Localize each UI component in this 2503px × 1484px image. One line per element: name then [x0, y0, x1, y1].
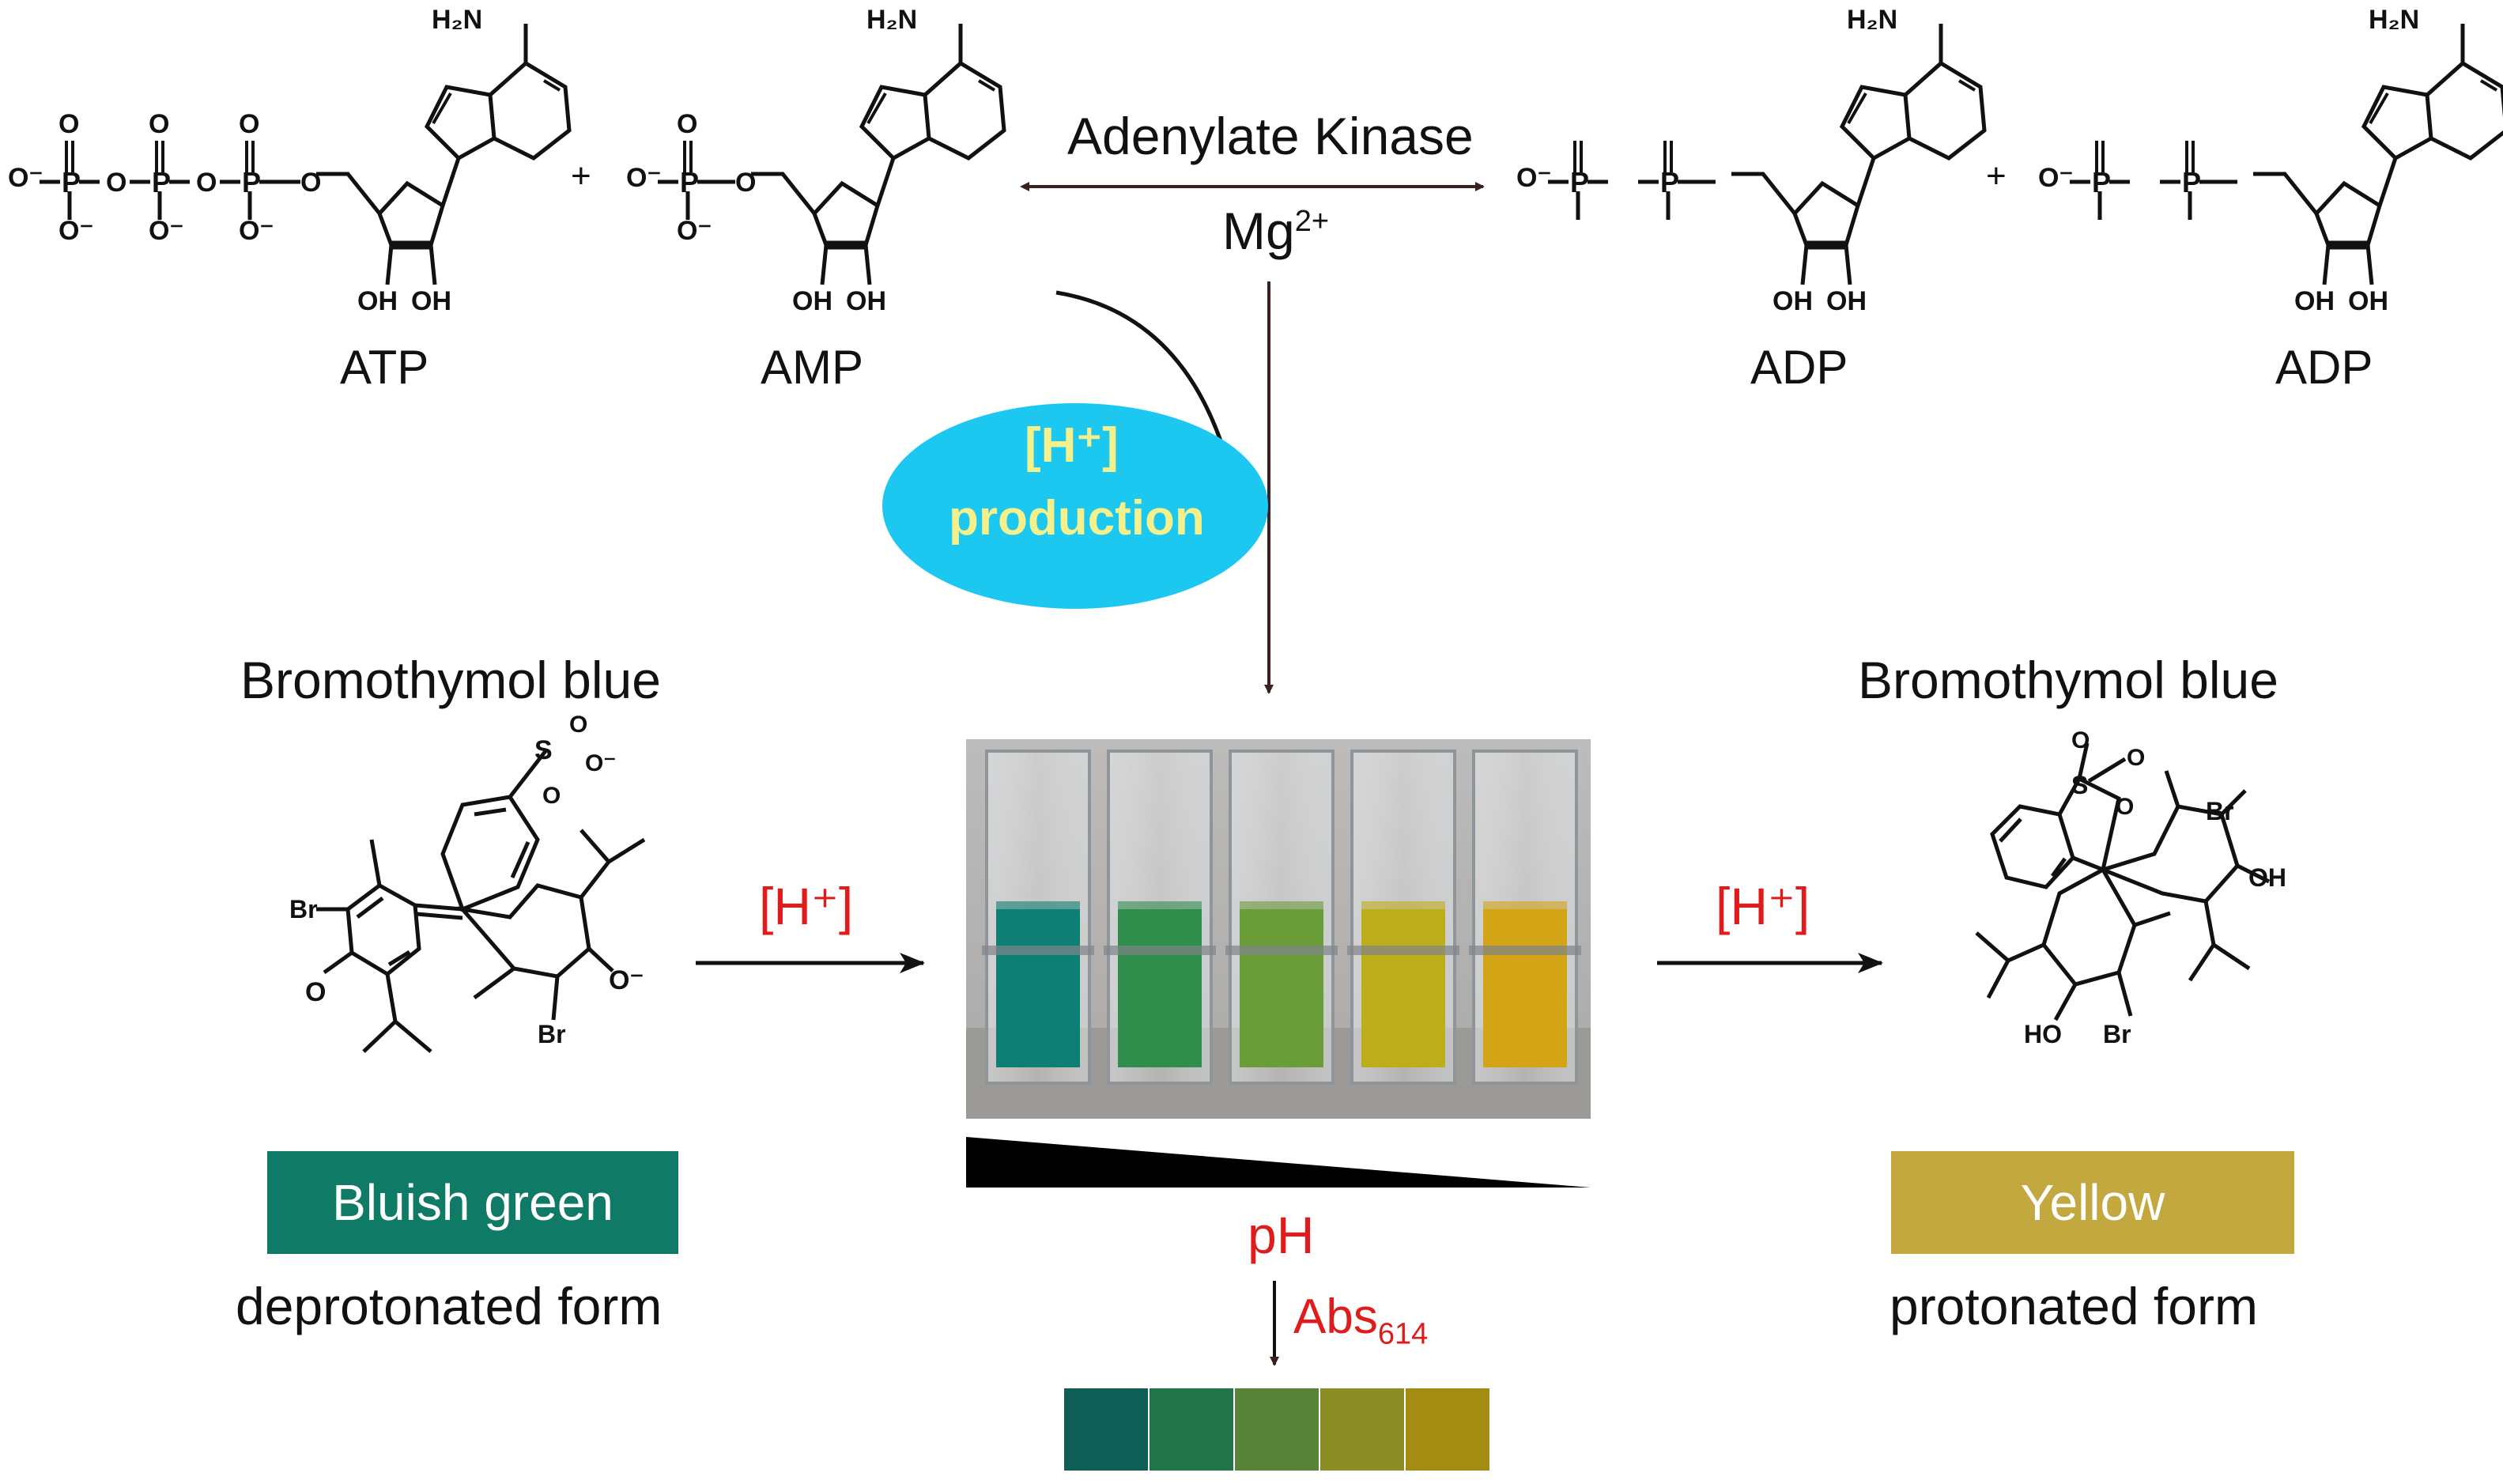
amp-atom-o-bot: O⁻: [677, 216, 712, 246]
scale-swatch-2: [1150, 1388, 1233, 1471]
abs-sub: 614: [1377, 1317, 1429, 1351]
atp-atom-p-3: P: [242, 166, 262, 198]
atp-atom-o-bridge-1: O: [106, 168, 127, 198]
adp2-atom-oh-1: OH: [2294, 286, 2335, 316]
left-indicator-name: Bromothymol blue: [240, 651, 661, 709]
right-atom-o-ring: O: [2116, 794, 2135, 820]
atp-atom-p-1: P: [62, 166, 81, 198]
adp-label-1: ADP: [1750, 341, 1848, 394]
atp-atom-o-bridge-3: O: [300, 168, 322, 198]
left-arrow-label: [H⁺]: [759, 877, 854, 935]
adp2-atom-p-2: P: [2182, 166, 2202, 198]
scale-swatch-3: [1235, 1388, 1319, 1471]
atp-atom-o-bot-3: O⁻: [239, 216, 274, 246]
cofactor-charge: 2+: [1294, 205, 1330, 238]
left-atom-o-minus: O⁻: [609, 965, 644, 995]
right-form-label: protonated form: [1890, 1277, 2258, 1335]
right-atom-o-2: O: [2127, 745, 2146, 771]
plus-reactants: +: [571, 157, 591, 195]
atp-atom-o-bot-2: O⁻: [149, 216, 184, 246]
adp1-atom-nh2: H₂N: [1847, 5, 1898, 35]
left-atom-s: S: [534, 735, 553, 765]
adp-structure-2: [2070, 24, 2503, 285]
ph-gradient-wedge: [966, 1137, 1591, 1188]
atp-atom-o-top-3: O: [239, 109, 260, 139]
amp-atom-o-bridge: O: [735, 168, 757, 198]
left-form-label: deprotonated form: [236, 1277, 663, 1335]
amp-structure: [658, 24, 1004, 285]
scale-swatch-1: [1064, 1388, 1148, 1471]
amp-atom-o-1: O⁻: [626, 163, 662, 193]
btb-protonated-structure: [1975, 742, 2271, 1021]
plus-products: +: [1986, 157, 2007, 195]
left-atom-so-o1: O: [569, 712, 588, 738]
adp-label-2: ADP: [2275, 341, 2373, 394]
adp1-atom-p-1: P: [1570, 166, 1590, 198]
abs-label: Abs614: [1293, 1289, 1428, 1351]
left-atom-o: O: [305, 977, 327, 1007]
cuvette-4: [1347, 750, 1459, 1085]
enzyme-label: Adenylate Kinase: [1067, 107, 1474, 165]
atp-atom-p-2: P: [152, 166, 172, 198]
right-color-label: Yellow: [2020, 1174, 2165, 1231]
adp2-atom-p-1: P: [2092, 166, 2112, 198]
left-color-label: Bluish green: [332, 1174, 613, 1231]
left-atom-so-o2: O⁻: [585, 750, 617, 776]
proton-bubble-line1: [H⁺]: [1025, 418, 1119, 473]
atp-atom-nh2: H₂N: [432, 5, 483, 35]
adp1-atom-oh-2: OH: [1826, 286, 1867, 316]
atp-atom-oh-2: OH: [411, 286, 451, 316]
cuvette-1: [982, 750, 1094, 1085]
left-atom-br-1: Br: [289, 895, 318, 923]
proton-production-bubble: [882, 403, 1268, 609]
right-arrow-label: [H⁺]: [1716, 877, 1810, 935]
cuvette-2: [1104, 750, 1216, 1085]
right-atom-ho: HO: [2024, 1020, 2062, 1048]
adp-structure-1: [1548, 24, 1984, 285]
cuvette-photo: [966, 739, 1591, 1119]
right-atom-oh: OH: [2248, 863, 2286, 892]
atp-atom-o-top-2: O: [149, 109, 170, 139]
btb-deprotonated-structure: [316, 750, 646, 1053]
scale-swatch-5: [1406, 1388, 1489, 1471]
right-indicator-name: Bromothymol blue: [1858, 651, 2278, 709]
left-atom-br-2: Br: [538, 1020, 566, 1048]
cuvette-5: [1469, 750, 1581, 1085]
absorbance-color-scale: [1064, 1388, 1489, 1471]
left-atom-so-o3: O: [542, 783, 561, 809]
adp2-atom-oh-2: OH: [2348, 286, 2388, 316]
amp-atom-oh-2: OH: [846, 286, 886, 316]
scale-swatch-4: [1320, 1388, 1404, 1471]
atp-atom-oh-1: OH: [357, 286, 398, 316]
amp-atom-p: P: [680, 166, 700, 198]
right-atom-o-1: O: [2071, 727, 2090, 753]
amp-atom-nh2: H₂N: [866, 5, 918, 35]
adp1-atom-p-2: P: [1660, 166, 1680, 198]
right-atom-br-2: Br: [2103, 1020, 2131, 1048]
ph-label: pH: [1248, 1206, 1315, 1264]
cuvette-3: [1225, 750, 1338, 1085]
atp-atom-o-bridge-2: O: [196, 168, 217, 198]
atp-structure: [40, 24, 569, 285]
proton-bubble-line2: production: [949, 491, 1205, 546]
adp1-atom-oh-1: OH: [1772, 286, 1813, 316]
right-color-swatch: Yellow: [1891, 1151, 2294, 1254]
atp-atom-o-1: O⁻: [8, 163, 43, 193]
adp1-atom-o-1: O⁻: [1516, 163, 1552, 193]
adp2-atom-o-1: O⁻: [2038, 163, 2074, 193]
right-atom-s: S: [2071, 771, 2089, 799]
atp-atom-o-bot-1: O⁻: [59, 216, 94, 246]
abs-base: Abs: [1293, 1290, 1378, 1344]
left-color-swatch: Bluish green: [267, 1151, 678, 1254]
amp-atom-oh-1: OH: [792, 286, 832, 316]
right-atom-br-1: Br: [2206, 797, 2234, 825]
cofactor-base: Mg: [1222, 202, 1295, 260]
adp2-atom-nh2: H₂N: [2369, 5, 2420, 35]
amp-label: AMP: [761, 341, 864, 394]
amp-atom-o-top: O: [677, 109, 698, 139]
atp-label: ATP: [340, 341, 429, 394]
atp-atom-o-top-1: O: [59, 109, 80, 139]
cofactor-label: Mg2+: [1222, 201, 1329, 261]
